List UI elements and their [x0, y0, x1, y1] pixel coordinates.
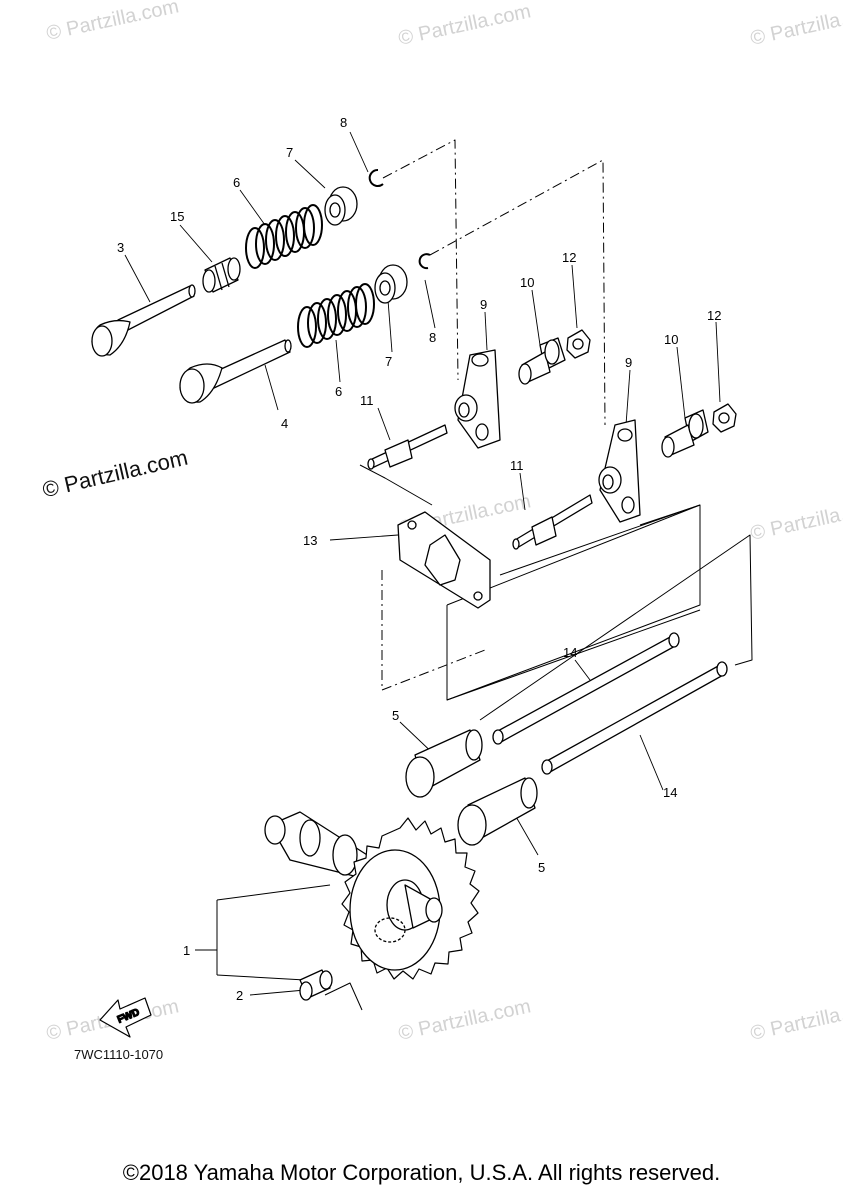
valve-cotter-clip	[418, 253, 431, 270]
callout-2: 2	[236, 988, 243, 1003]
callout-7: 7	[286, 145, 293, 160]
assembly-lines	[216, 139, 753, 1011]
callout-12: 12	[707, 308, 721, 323]
callout-12: 12	[562, 250, 576, 265]
valve-spring	[245, 204, 323, 269]
valve-spring	[297, 283, 375, 348]
spring-retainer	[374, 264, 408, 304]
callout-8: 8	[429, 330, 436, 345]
lock-nut	[712, 403, 737, 433]
push-rod	[541, 661, 728, 775]
push-rod-guide-plate	[397, 511, 491, 609]
callout-13: 13	[303, 533, 317, 548]
valve-lifter	[457, 777, 538, 846]
callout-15: 15	[170, 209, 184, 224]
valve-stem-seal	[202, 257, 241, 293]
callout-11: 11	[510, 458, 524, 473]
copyright-notice: ©2018 Yamaha Motor Corporation, U.S.A. A…	[122, 1160, 721, 1185]
rocker-arm	[454, 349, 501, 449]
callout-6: 6	[233, 175, 240, 190]
callout-14: 14	[563, 645, 577, 660]
callout-8: 8	[340, 115, 347, 130]
callout-5: 5	[538, 860, 545, 875]
watermark-text: © Partzilla.com	[396, 995, 532, 1045]
callout-6: 6	[335, 384, 342, 399]
callout-14: 14	[663, 785, 677, 800]
rocker-pivot	[518, 337, 566, 385]
push-rod	[492, 632, 680, 745]
watermark-text: © Partzilla.com	[748, 0, 843, 50]
forward-direction-arrow: FWD	[99, 997, 152, 1038]
callout-4: 4	[281, 416, 288, 431]
callout-7: 7	[385, 354, 392, 369]
watermark-text: © Partzilla.com	[396, 0, 532, 50]
callout-5: 5	[392, 708, 399, 723]
callout-9: 9	[480, 297, 487, 312]
callout-9: 9	[625, 355, 632, 370]
callout-11: 11	[360, 393, 374, 408]
intake-valve	[91, 284, 196, 357]
exhaust-valve	[179, 339, 292, 404]
leader-lines	[124, 131, 721, 996]
rocker-stud	[367, 424, 448, 470]
watermark-text: © Partzilla.com	[748, 995, 843, 1045]
callout-numbers: 8 7 6 15 3 4 7 8 6 9 10 12 9 10 12 11 11…	[117, 115, 721, 1003]
spring-retainer	[324, 186, 358, 226]
callout-1: 1	[183, 943, 190, 958]
valve-cotter-clip	[368, 168, 384, 187]
callout-3: 3	[117, 240, 124, 255]
camshaft-pin	[299, 969, 333, 1001]
callout-10: 10	[664, 332, 678, 347]
lock-nut	[566, 329, 591, 359]
diagram-code: 7WC1110-1070	[74, 1047, 164, 1062]
rocker-arm	[598, 419, 641, 523]
rocker-stud	[512, 494, 593, 550]
camshaft	[264, 811, 480, 980]
valve-lifter	[405, 729, 483, 798]
watermark-text: © Partzilla.com	[44, 0, 180, 45]
callout-10: 10	[520, 275, 534, 290]
rocker-pivot	[661, 409, 709, 458]
watermark-text: © Partzilla.com	[748, 495, 843, 545]
